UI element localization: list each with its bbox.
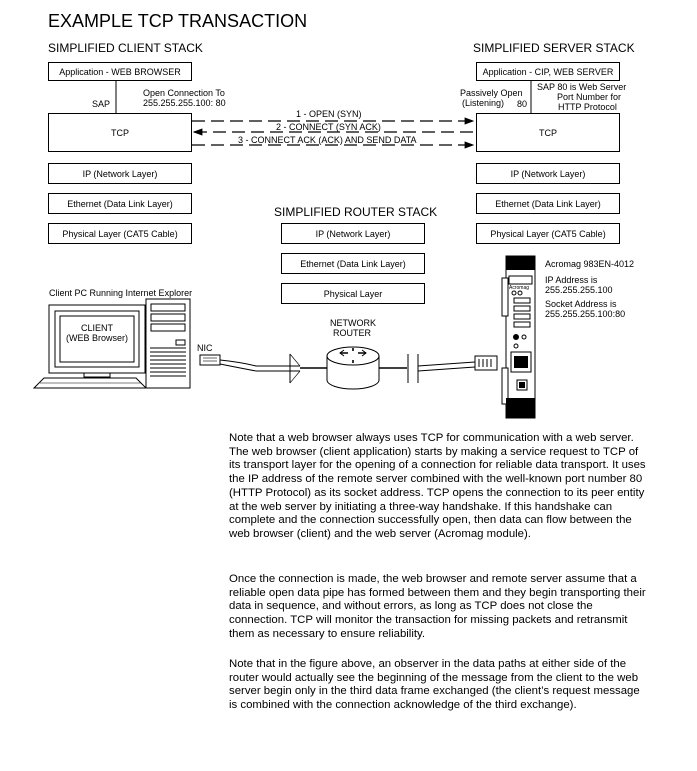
client-ethernet-box: Ethernet (Data Link Layer) xyxy=(48,193,192,214)
server-ethernet-box: Ethernet (Data Link Layer) xyxy=(476,193,620,214)
handshake-step-3: 3 - CONNECT ACK (ACK) AND SEND DATA xyxy=(238,135,417,145)
router-label-line-1: NETWORK xyxy=(330,318,376,328)
module-model-label: Acromag 983EN-4012 xyxy=(545,259,635,269)
client-pc-caption: Client PC Running Internet Explorer xyxy=(49,288,193,298)
client-screen-line-2: (WEB Browser) xyxy=(65,333,128,343)
client-app-box: Application - WEB BROWSER xyxy=(48,62,192,81)
sap-note-line-2: Port Number for xyxy=(557,92,622,102)
server-stack-heading: SIMPLIFIED SERVER STACK xyxy=(473,41,635,55)
server-physical-box: Physical Layer (CAT5 Cable) xyxy=(476,223,620,244)
router-ethernet-box: Ethernet (Data Link Layer) xyxy=(281,253,425,274)
sap-note-line-3: HTTP Protocol xyxy=(558,102,617,112)
nic-label: NIC xyxy=(197,343,213,353)
keyboard-icon xyxy=(32,377,148,389)
module-brand-label: Acromag xyxy=(509,285,530,291)
open-connection-address: 255.255.255.100: 80 xyxy=(143,98,226,108)
diagram-lines xyxy=(32,81,536,419)
listening-label: (Listening) xyxy=(462,98,505,108)
tower-icon xyxy=(145,298,191,389)
server-port-label: 80 xyxy=(517,99,528,109)
client-stack-heading: SIMPLIFIED CLIENT STACK xyxy=(48,41,203,55)
client-screen-line-1: CLIENT xyxy=(80,323,113,333)
client-tcp-box: TCP xyxy=(48,113,192,152)
router-icon xyxy=(326,346,380,390)
router-label-line-2: ROUTER xyxy=(333,328,371,338)
passively-open-label: Passively Open xyxy=(460,88,523,98)
sap-note-line-1: SAP 80 is Web Server xyxy=(537,82,627,92)
rj45-plug-icon xyxy=(474,355,498,371)
router-stack-heading: SIMPLIFIED ROUTER STACK xyxy=(274,205,438,219)
nic-connector-icon xyxy=(199,354,221,366)
module-socket-value: 255.255.255.100:80 xyxy=(545,309,626,319)
paragraph-2: Once the connection is made, the web bro… xyxy=(229,573,646,640)
client-ip-box: IP (Network Layer) xyxy=(48,163,192,184)
acromag-module-icon xyxy=(501,255,536,419)
router-physical-box: Physical Layer xyxy=(281,283,425,304)
handshake-step-2: 2 - CONNECT (SYN ACK) xyxy=(276,122,381,132)
page-title: EXAMPLE TCP TRANSACTION xyxy=(48,11,308,31)
paragraph-3: Note that in the figure above, an observ… xyxy=(229,658,640,712)
paragraph-1: Note that a web browser always uses TCP … xyxy=(229,432,646,540)
module-socket-label: Socket Address is xyxy=(545,299,617,309)
module-ip-label: IP Address is xyxy=(545,275,598,285)
server-ip-box: IP (Network Layer) xyxy=(476,163,620,184)
monitor-icon xyxy=(48,304,146,378)
server-app-box: Application - CIP, WEB SERVER xyxy=(476,62,620,81)
open-connection-label: Open Connection To xyxy=(143,88,225,98)
module-ip-value: 255.255.255.100 xyxy=(545,285,613,295)
client-physical-box: Physical Layer (CAT5 Cable) xyxy=(48,223,192,244)
handshake-step-1: 1 - OPEN (SYN) xyxy=(296,109,362,119)
server-tcp-box: TCP xyxy=(476,113,620,152)
router-ip-box: IP (Network Layer) xyxy=(281,223,425,244)
client-sap-label: SAP xyxy=(92,99,111,109)
